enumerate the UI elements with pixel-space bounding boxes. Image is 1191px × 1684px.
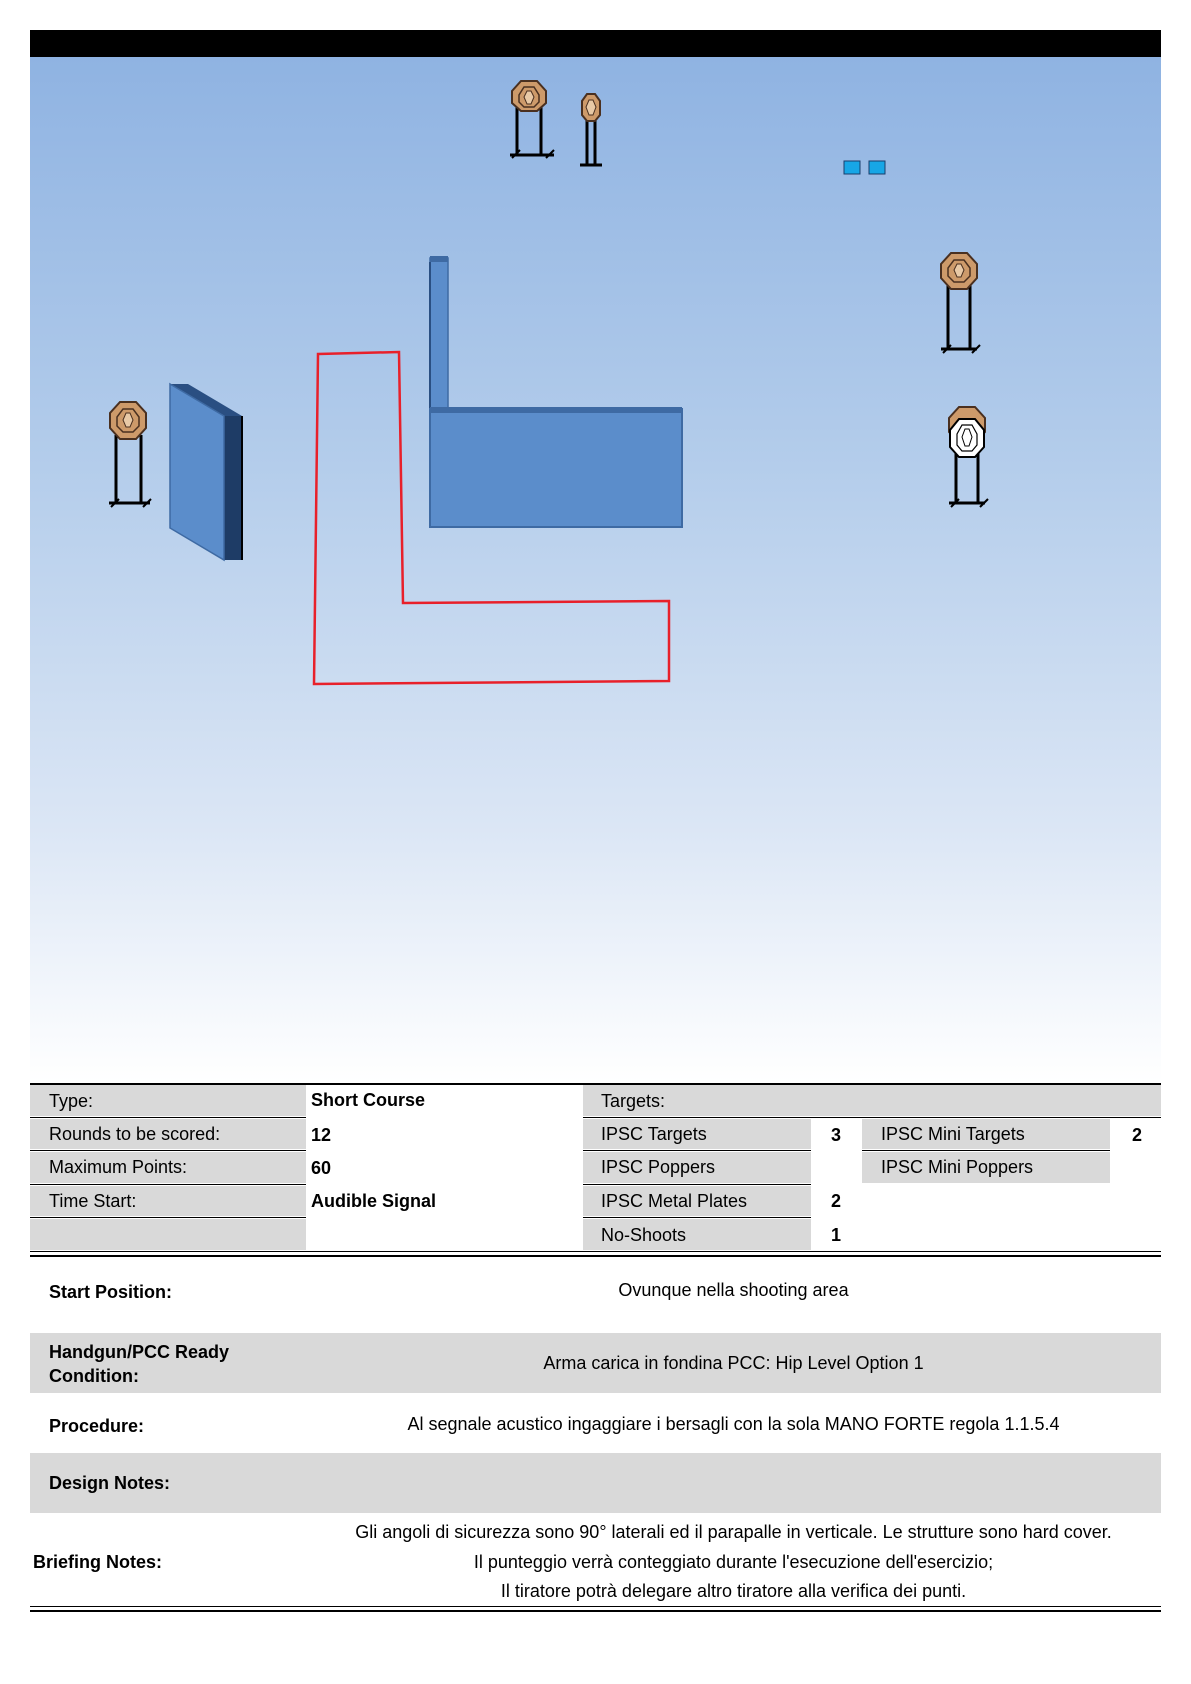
divider xyxy=(30,1217,306,1218)
divider xyxy=(583,1117,1161,1118)
targets-label: Targets: xyxy=(601,1091,666,1111)
shooting-area-fault-line xyxy=(312,350,671,686)
ipsc-targets-label: IPSC Targets xyxy=(601,1124,707,1144)
ipsc-poppers-label: IPSC Poppers xyxy=(601,1157,716,1177)
divider xyxy=(30,1083,1161,1085)
ipsc-targets-value: 3 xyxy=(831,1125,842,1145)
no-shoots-label-cell: No-Shoots xyxy=(583,1219,811,1250)
start-position-row: Start Position: Ovunque nella shooting a… xyxy=(30,1259,1161,1315)
ready-condition-label-line-2: Condition: xyxy=(49,1366,139,1386)
ipsc-target-left xyxy=(109,401,152,508)
divider xyxy=(30,1184,306,1185)
divider xyxy=(583,1184,811,1185)
type-value: Short Course xyxy=(311,1090,426,1110)
briefing-line-2: Il punteggio verrà conteggiato durante l… xyxy=(473,1552,994,1572)
barrier-wall-main xyxy=(429,407,683,528)
header-bar xyxy=(30,30,1161,57)
procedure-value: Al segnale acustico ingaggiare i bersagl… xyxy=(407,1414,1060,1434)
divider xyxy=(30,1255,1161,1257)
no-shoot xyxy=(949,418,985,458)
ready-condition-label-line-1: Handgun/PCC Ready xyxy=(49,1342,230,1362)
ipsc-mini-targets-label: IPSC Mini Targets xyxy=(881,1124,1025,1144)
max-points-label-cell: Maximum Points: xyxy=(30,1152,306,1183)
ipsc-targets-label-cell: IPSC Targets xyxy=(583,1119,811,1149)
type-label-cell: Type: xyxy=(30,1085,306,1116)
metal-plate-1 xyxy=(843,160,861,175)
rounds-label-cell: Rounds to be scored: xyxy=(30,1119,306,1149)
ipsc-mini-poppers-label: IPSC Mini Poppers xyxy=(881,1157,1034,1177)
no-shoots-label: No-Shoots xyxy=(601,1225,687,1245)
type-label: Type: xyxy=(49,1091,94,1111)
briefing-notes-label: Briefing Notes: xyxy=(33,1552,163,1572)
ipsc-mini-targets-value: 2 xyxy=(1132,1125,1143,1145)
briefing-notes-row: Briefing Notes: Gli angoli di sicurezza … xyxy=(30,1515,1161,1605)
ipsc-mini-poppers-label-cell: IPSC Mini Poppers xyxy=(862,1152,1110,1183)
design-notes-label: Design Notes: xyxy=(49,1473,171,1493)
stage-diagram xyxy=(30,57,1161,1083)
divider xyxy=(862,1150,1110,1151)
divider xyxy=(583,1150,811,1151)
targets-label-cell: Targets: xyxy=(583,1085,1161,1116)
barrier-wall-left xyxy=(169,382,243,562)
ipsc-metal-plates-label: IPSC Metal Plates xyxy=(601,1191,748,1211)
stage-drawing xyxy=(109,80,989,686)
divider xyxy=(30,1251,1161,1252)
ready-condition-row: Handgun/PCC Ready Condition: Arma carica… xyxy=(30,1333,1161,1393)
divider xyxy=(583,1217,811,1218)
ipsc-poppers-label-cell: IPSC Poppers xyxy=(583,1152,811,1183)
max-points-value: 60 xyxy=(311,1158,332,1178)
time-start-label-cell: Time Start: xyxy=(30,1186,306,1216)
rounds-value: 12 xyxy=(311,1125,332,1145)
ipsc-metal-plates-label-cell: IPSC Metal Plates xyxy=(583,1186,811,1216)
rounds-label: Rounds to be scored: xyxy=(49,1124,221,1144)
start-position-label: Start Position: xyxy=(49,1282,173,1302)
ipsc-metal-plates-value: 2 xyxy=(831,1191,842,1211)
procedure-row: Procedure: Al segnale acustico ingaggiar… xyxy=(30,1395,1161,1451)
procedure-label: Procedure: xyxy=(49,1416,145,1436)
start-position-value: Ovunque nella shooting area xyxy=(618,1280,849,1300)
divider xyxy=(30,1606,1161,1607)
briefing-line-3: Il tiratore potrà delegare altro tirator… xyxy=(500,1581,967,1601)
time-start-value: Audible Signal xyxy=(311,1191,437,1211)
design-notes-row: Design Notes: xyxy=(30,1453,1161,1513)
ready-condition-value: Arma carica in fondina PCC: Hip Level Op… xyxy=(543,1353,924,1373)
max-points-label: Maximum Points: xyxy=(49,1157,188,1177)
divider xyxy=(30,1150,306,1151)
no-shoots-value: 1 xyxy=(831,1225,842,1245)
metal-plate-2 xyxy=(868,160,886,175)
ipsc-mini-targets-label-cell: IPSC Mini Targets xyxy=(862,1119,1110,1149)
divider xyxy=(30,1610,1161,1612)
empty-label-cell xyxy=(30,1219,306,1250)
divider xyxy=(30,1117,306,1118)
briefing-line-1: Gli angoli di sicurezza sono 90° lateral… xyxy=(355,1522,1112,1542)
ipsc-mini-target-top xyxy=(580,93,602,167)
ipsc-target-right-top xyxy=(940,252,981,354)
ipsc-target-top-left xyxy=(510,80,555,159)
time-start-label: Time Start: xyxy=(49,1191,137,1211)
